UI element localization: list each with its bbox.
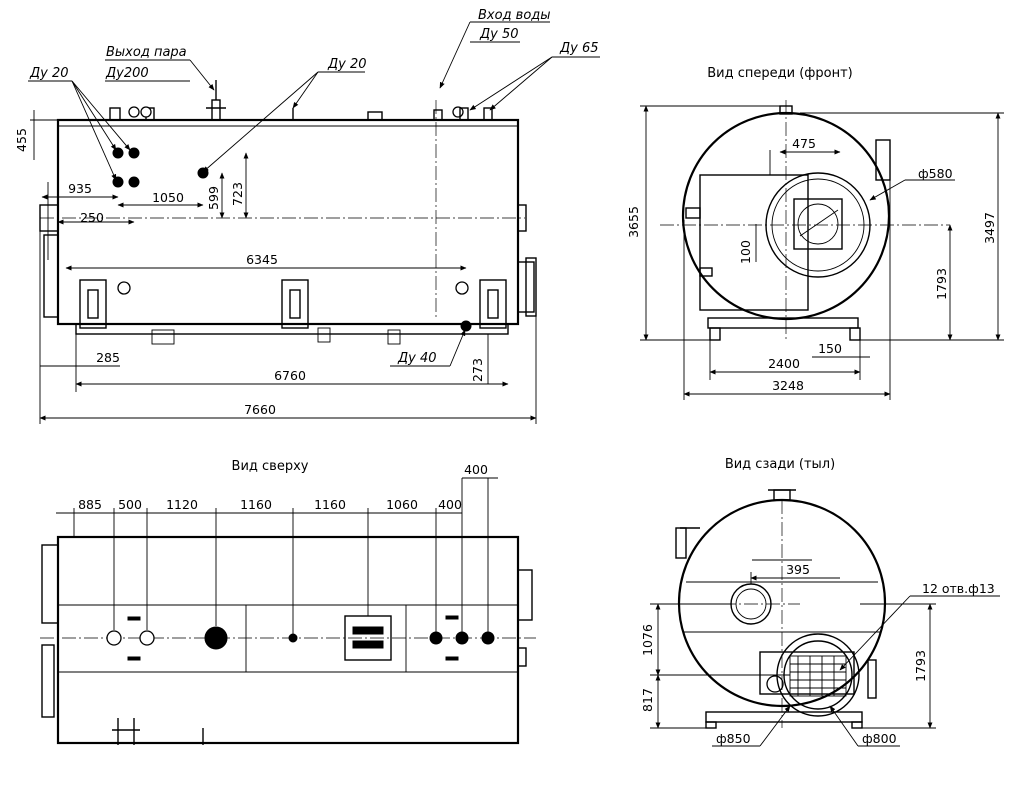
dim-6760: 6760: [274, 368, 306, 383]
rear-dim-817: 817: [640, 688, 655, 712]
top-view-title: Вид сверху: [232, 459, 309, 474]
top-dim-1120: 1120: [166, 497, 198, 512]
top-dim-1160-b: 1160: [314, 497, 346, 512]
dim-455: 455: [14, 128, 29, 152]
front-dim-1793: 1793: [934, 268, 949, 300]
top-dim-1160-a: 1160: [240, 497, 272, 512]
dim-7660: 7660: [244, 402, 276, 417]
front-dim-3497: 3497: [982, 212, 997, 244]
top-dim-1060: 1060: [386, 497, 418, 512]
front-dim-3248: 3248: [772, 378, 804, 393]
front-dim-475: 475: [792, 136, 816, 151]
top-view: Вид сверху: [40, 459, 536, 745]
rear-dim-1793: 1793: [913, 650, 928, 682]
rear-dim-800: ф800: [862, 731, 897, 746]
front-view: Вид спереди (фронт) 475 ф580 100 3655 3: [626, 66, 1004, 400]
top-dim-885: 885: [78, 497, 102, 512]
du20-mid-label: Ду 20: [327, 57, 367, 72]
steam-outlet-label: Выход пара: [106, 45, 187, 60]
water-inlet-label: Вход воды: [478, 8, 551, 23]
rear-dim-850: ф850: [716, 731, 751, 746]
top-dim-400: 400: [438, 497, 462, 512]
du40-label: Ду 40: [397, 351, 437, 366]
dim-599: 599: [206, 186, 221, 210]
dim-273: 273: [470, 358, 485, 382]
dim-1050: 1050: [152, 190, 184, 205]
side-view: Выход пара Ду200 Вход воды Ду 50 Ду 20 Д…: [14, 8, 600, 424]
du20-left-label: Ду 20: [29, 66, 69, 81]
front-dim-2400: 2400: [768, 356, 800, 371]
rear-view-title: Вид сзади (тыл): [725, 457, 835, 472]
rear-dim-395: 395: [786, 562, 810, 577]
rear-dim-holes: 12 отв.ф13: [922, 581, 995, 596]
front-dim-150: 150: [818, 341, 842, 356]
dim-6345: 6345: [246, 252, 278, 267]
front-dim-3655: 3655: [626, 206, 641, 238]
rear-view: Вид сзади (тыл) 395 12 отв: [640, 457, 1000, 747]
du65-label: Ду 65: [559, 41, 599, 56]
front-view-title: Вид спереди (фронт): [707, 66, 853, 81]
front-dim-100: 100: [738, 240, 753, 264]
dim-935: 935: [68, 181, 92, 196]
dim-250: 250: [80, 210, 104, 225]
front-dim-580: ф580: [918, 166, 953, 181]
rear-dim-1076: 1076: [640, 624, 655, 656]
dim-285: 285: [96, 350, 120, 365]
top-dim-500: 500: [118, 497, 142, 512]
steam-outlet-size: Ду200: [105, 66, 149, 81]
top-dim-400-upper: 400: [464, 462, 488, 477]
dim-723: 723: [230, 182, 245, 206]
water-inlet-size: Ду 50: [479, 27, 519, 42]
